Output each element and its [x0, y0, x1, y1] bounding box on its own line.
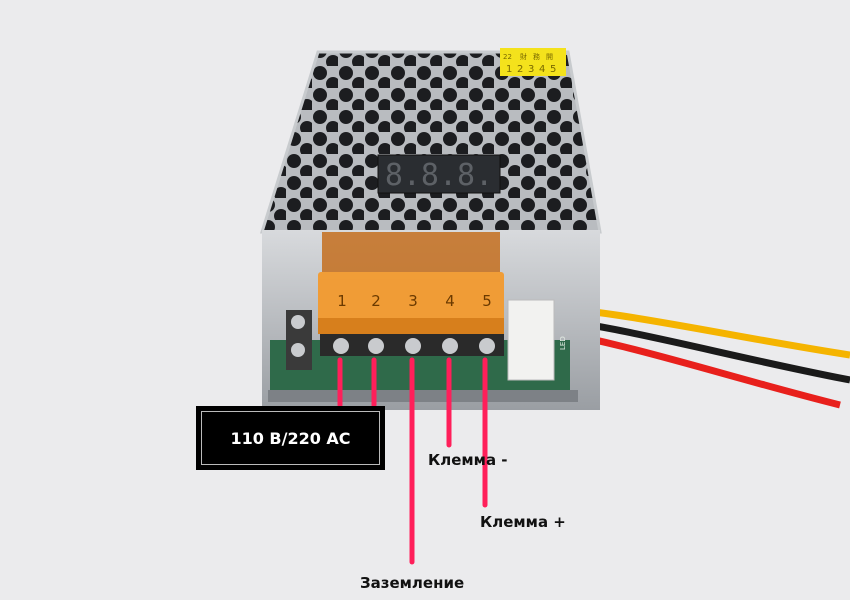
terminal-number: 2: [371, 292, 381, 310]
sticker-text: 1: [506, 64, 512, 75]
screw-icon: [405, 338, 421, 354]
sticker-text: 5: [550, 64, 556, 75]
terminal-number: 5: [482, 292, 492, 310]
terminal-plus-label: Клемма +: [480, 513, 566, 531]
output-connector: [507, 299, 555, 381]
sticker-text: 財: [520, 52, 527, 61]
sticker-text: 3: [528, 64, 534, 75]
terminal-screws: [286, 310, 504, 370]
terminal-number: 1: [337, 292, 347, 310]
ground-label: Заземление: [360, 574, 465, 592]
perforated-lid: [262, 52, 600, 232]
ac-input-label-box: 110 В/220 AC: [196, 406, 385, 470]
terminal-number: 4: [445, 292, 455, 310]
screw-icon: [368, 338, 384, 354]
pcb-marking: LED: [559, 336, 567, 350]
sticker-text: 22: [503, 53, 512, 61]
sticker-text: 2: [517, 64, 523, 75]
sticker-text: 4: [539, 64, 545, 75]
terminal-number: 3: [408, 292, 418, 310]
terminal-block: 1 2 3 4 5: [318, 232, 504, 334]
screw-icon: [333, 338, 349, 354]
sticker-text: 務: [533, 52, 540, 61]
callout-lines: [337, 357, 488, 565]
display-readout: 8.8.8.: [385, 158, 493, 193]
yellow-sticker: 22 財 務 開 1 2 3 4 5: [500, 48, 566, 76]
screw-icon: [479, 338, 495, 354]
ac-input-label: 110 В/220 AC: [201, 411, 380, 465]
sticker-text: 開: [546, 53, 553, 61]
screw-icon: [442, 338, 458, 354]
terminal-minus-label: Клемма -: [428, 451, 508, 469]
led-display: 8.8.8.: [377, 154, 501, 194]
